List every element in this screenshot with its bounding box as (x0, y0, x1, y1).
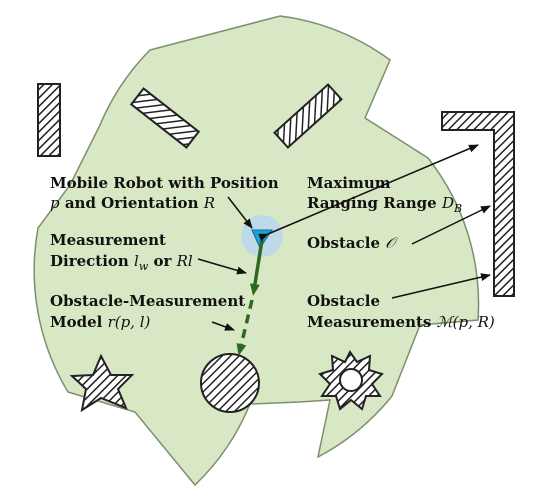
obstacle-star (69, 353, 135, 413)
label-robot: Mobile Robot with Position p and Orienta… (50, 174, 279, 229)
arrow-model (211, 321, 235, 331)
svg-text:Measurements ℳ(p, R): Measurements ℳ(p, R) (307, 313, 495, 331)
svg-text:Model r(p, l): Model r(p, l) (50, 313, 151, 331)
label-direction: Measurement Direction lw or Rl (50, 231, 247, 275)
svg-text:p and Orientation R: p and Orientation R (50, 194, 215, 212)
label-measurements: Obstacle Measurements ℳ(p, R) (307, 273, 495, 331)
arrow-obstacle (411, 205, 491, 245)
label-model: Obstacle-Measurement Model r(p, l) (50, 292, 245, 331)
label-range: Maximum Ranging Range DB (258, 144, 479, 242)
label-range-line1: Maximum (307, 174, 391, 192)
obstacle-bar-left (37, 83, 61, 157)
obstacle-l-shape-right (441, 111, 515, 297)
label-direction-line1: Measurement (50, 231, 166, 249)
svg-text:Ranging Range DB: Ranging Range DB (307, 194, 462, 215)
obstacle-measurement-dashed (236, 299, 254, 356)
arrow-range (258, 144, 479, 242)
measurement-direction-line (250, 239, 264, 296)
label-robot-line1: Mobile Robot with Position (50, 174, 279, 192)
arrow-measurements (391, 273, 491, 299)
obstacle-bar-top-center (273, 83, 343, 149)
svg-text:Direction lw or Rl: Direction lw or Rl (50, 252, 193, 273)
svg-text:Obstacle 𝒪: Obstacle 𝒪 (307, 234, 398, 252)
arrow-direction (197, 258, 247, 275)
obstacle-bar-top-left (129, 87, 201, 149)
arrow-robot (227, 196, 253, 229)
label-measurements-line1: Obstacle (307, 292, 380, 310)
label-model-line1: Obstacle-Measurement (50, 292, 245, 310)
obstacle-sun (318, 350, 384, 411)
obstacle-circle (200, 353, 260, 413)
